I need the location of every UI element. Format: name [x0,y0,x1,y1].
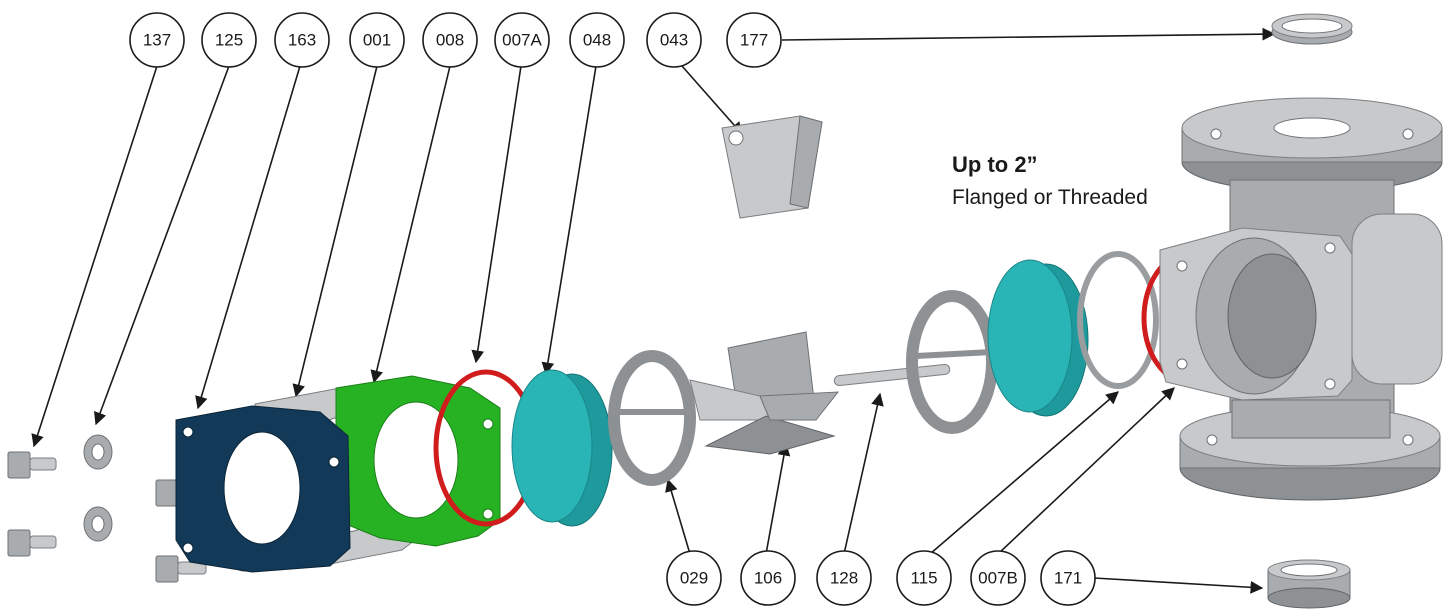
svg-text:128: 128 [830,569,858,588]
disc-048 [511,369,613,527]
ring-177 [1271,13,1353,45]
disc-right [987,259,1089,417]
leader-125 [94,65,230,426]
svg-text:177: 177 [740,31,768,50]
svg-text:163: 163 [288,31,316,50]
leader-048 [541,65,597,376]
bushing-171 [1267,559,1351,609]
leader-115 [929,391,1119,555]
wheel-ring-115 [906,290,998,434]
caption-heading: Up to 2” [952,152,1038,177]
svg-text:106: 106 [754,569,782,588]
leader-007b [997,387,1175,555]
leader-177 [781,27,1276,41]
svg-text:007B: 007B [978,569,1018,588]
leader-007a [471,65,522,364]
callout-007a: 007A [494,12,550,68]
vane-043 [721,115,823,219]
callout-029: 029 [666,550,722,606]
callout-177: 177 [726,12,782,68]
leader-043 [681,65,743,135]
svg-text:125: 125 [215,31,243,50]
leader-137 [31,65,158,448]
caption-subheading: Flanged or Threaded [952,186,1148,209]
thin-ring [1077,251,1159,389]
svg-text:001: 001 [363,31,391,50]
impeller-106 [689,331,840,455]
svg-text:008: 008 [436,31,464,50]
svg-text:029: 029 [680,569,708,588]
leader-106 [765,442,791,555]
leader-001 [292,65,378,398]
callouts-top: 137 125 163 001 008 007A 048 043 177 [129,12,782,68]
callout-163: 163 [274,12,330,68]
washer [83,506,113,542]
callouts-bottom: 029 106 128 115 007B 171 [666,550,1096,606]
leader-163 [195,65,301,410]
svg-text:115: 115 [910,569,937,588]
callout-115: 115 [896,550,952,606]
svg-text:137: 137 [143,31,171,50]
callout-048: 048 [569,12,625,68]
callout-128: 128 [816,550,872,606]
end-plate-163 [175,405,351,573]
bolt [7,451,57,479]
washer [83,434,113,470]
callout-171: 171 [1040,550,1096,606]
leader-008 [370,65,451,384]
shaft-128 [833,363,951,387]
valve-housing [1159,97,1443,501]
callout-125: 125 [201,12,257,68]
leader-lines [31,27,1276,594]
callout-008: 008 [422,12,478,68]
callout-043: 043 [646,12,702,68]
leader-171 [1093,577,1264,594]
callout-007b: 007B [970,550,1026,606]
callout-137: 137 [129,12,185,68]
svg-text:007A: 007A [502,31,542,50]
callout-001: 001 [349,12,405,68]
leader-128 [843,392,884,555]
svg-text:171: 171 [1054,569,1082,588]
leader-029 [665,478,691,555]
bolt [155,555,207,583]
bolt [7,529,57,557]
svg-text:048: 048 [583,31,611,50]
svg-text:043: 043 [660,31,688,50]
callout-106: 106 [740,550,796,606]
wheel-ring-029 [608,350,696,486]
